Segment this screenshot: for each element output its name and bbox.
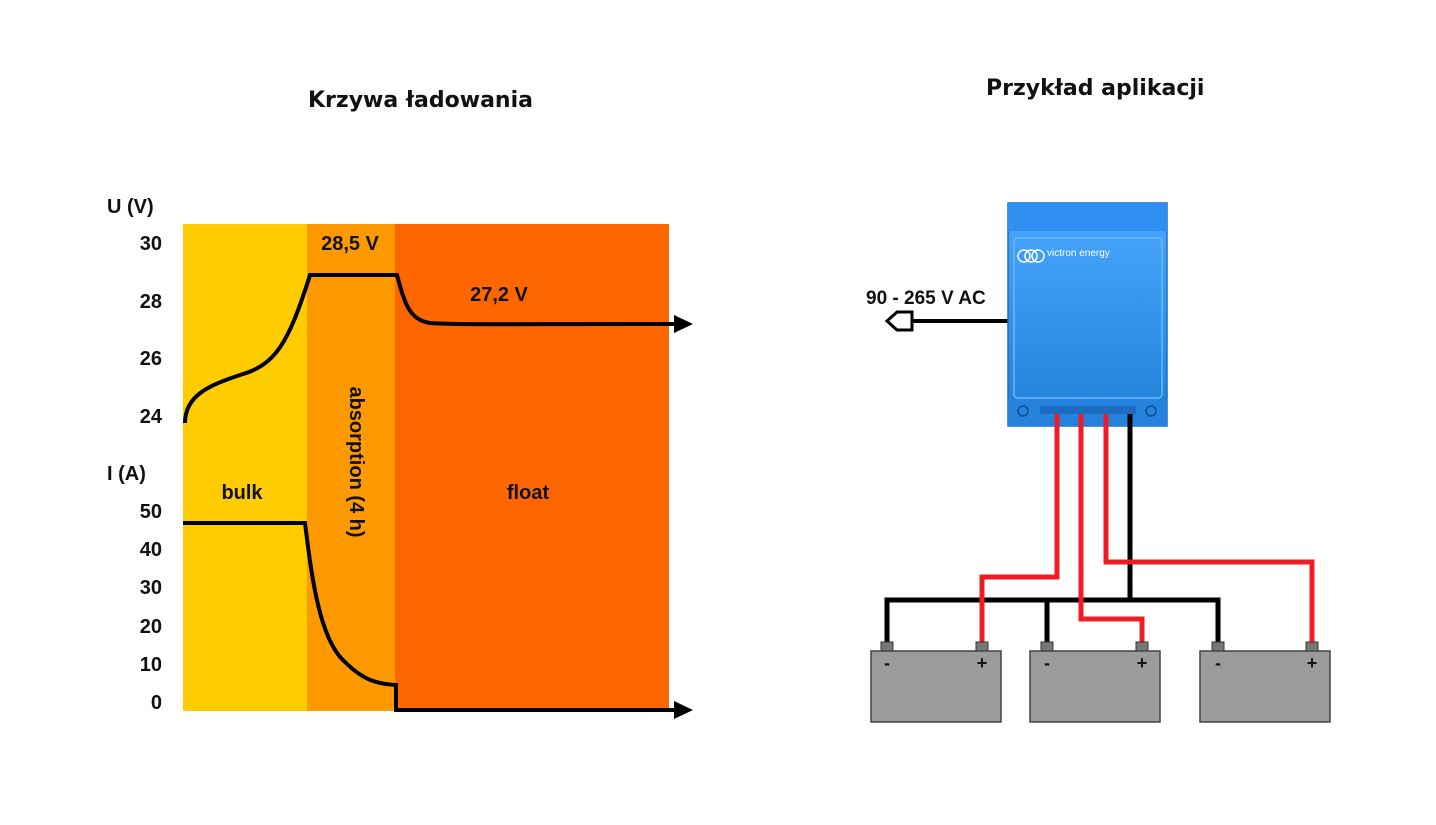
current-axis-label: I (A)	[107, 463, 146, 485]
current-tick: 20	[140, 616, 162, 638]
charger-device: victron energy	[1007, 202, 1168, 427]
current-tick: 0	[151, 692, 162, 714]
float-voltage-label: 27,2 V	[470, 284, 528, 306]
device-brand-label: victron energy	[1047, 248, 1110, 259]
positive-output-wire-3	[1103, 414, 1315, 643]
ac-input-label: 90 - 265 V AC	[866, 288, 986, 309]
charge-curve-title: Krzywa ładowania	[308, 88, 533, 113]
current-tick: 40	[140, 539, 162, 561]
battery-minus-label: -	[884, 653, 890, 673]
battery-2: - +	[1029, 641, 1161, 723]
positive-output-wire-1	[979, 414, 1060, 643]
stage-absorption-region	[307, 224, 395, 711]
absorption-voltage-label: 28,5 V	[321, 233, 379, 255]
charge-curve-chart: U (V) 30 28 26 24 I (A) 50 40 30 20 10 0…	[107, 196, 693, 719]
positive-output-wire-2	[1078, 414, 1145, 643]
voltage-tick: 28	[140, 291, 162, 313]
battery-3: - +	[1199, 641, 1331, 723]
battery-1: - +	[870, 641, 1002, 723]
stage-bulk-label: bulk	[221, 482, 263, 504]
mounting-hole-right	[1145, 405, 1157, 417]
battery-plus-label: +	[1137, 653, 1148, 673]
voltage-arrowhead	[674, 315, 693, 333]
stage-absorption-label: absorption (4 h)	[345, 386, 367, 537]
application-example-title: Przykład aplikacji	[986, 76, 1205, 101]
stage-float-label: float	[507, 482, 550, 504]
voltage-curve	[183, 273, 681, 424]
battery-plus-label: +	[977, 653, 988, 673]
current-tick: 30	[140, 577, 162, 599]
current-curve	[183, 521, 680, 712]
current-tick: 50	[140, 501, 162, 523]
stage-float-region	[395, 224, 669, 711]
battery-minus-label: -	[1044, 653, 1050, 673]
battery-plus-label: +	[1307, 653, 1318, 673]
stage-bulk-region	[183, 224, 307, 711]
mounting-hole-left	[1017, 405, 1029, 417]
ac-plug-icon	[884, 310, 914, 332]
voltage-tick: 26	[140, 348, 162, 370]
current-tick: 10	[140, 654, 162, 676]
application-diagram: 90 - 265 V AC victron energy	[866, 202, 1331, 723]
current-arrowhead	[674, 701, 693, 719]
voltage-axis-label: U (V)	[107, 196, 154, 218]
victron-logo-icon	[1017, 249, 1045, 263]
battery-minus-label: -	[1215, 653, 1221, 673]
voltage-tick: 24	[140, 406, 163, 428]
voltage-tick: 30	[140, 233, 162, 255]
negative-bus-wire	[884, 597, 1221, 643]
